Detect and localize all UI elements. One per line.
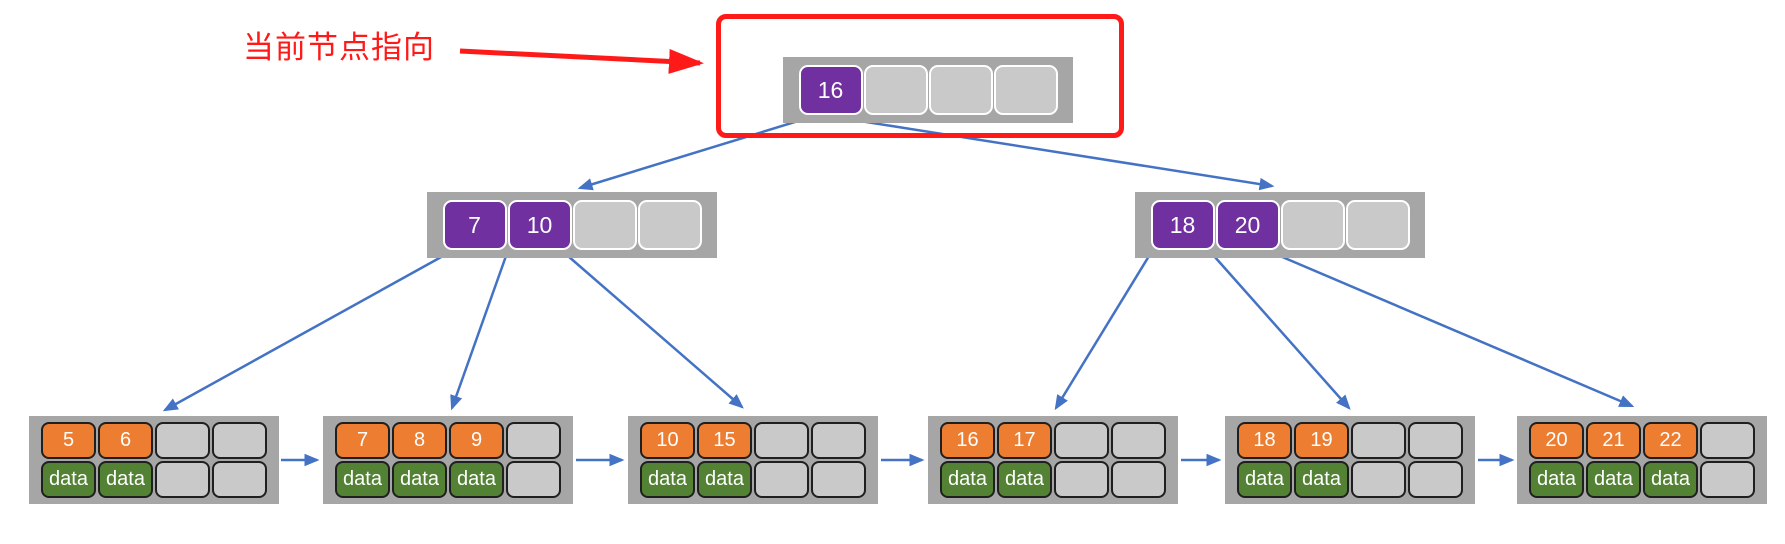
leaf-empty-cell [1351,422,1406,459]
leaf-empty-cell [212,461,267,498]
leaf-data-cell: data [392,461,447,498]
key-cell: 7 [442,200,507,250]
leaf-key-cell: 18 [1237,422,1292,459]
key-cell: 20 [1215,200,1280,250]
leaf-empty-cell [506,422,561,459]
empty-slot-cell [1280,200,1345,250]
leaf-empty-cell [811,422,866,459]
empty-slot-cell [572,200,637,250]
leaf-key-cell: 19 [1294,422,1349,459]
edge-internal-left-to-leaf-2 [450,255,508,411]
leaf-empty-cell [1700,461,1755,498]
leaf-key-cell: 6 [98,422,153,459]
leaf-data-cell: data [1586,461,1641,498]
leaf-empty-cell [754,422,809,459]
leaf-empty-cell [155,461,210,498]
leaf-empty-cell [1111,461,1166,498]
leaf-data-cell: data [1529,461,1584,498]
empty-slot-cell [993,65,1058,115]
leaf-data-cell: data [1237,461,1292,498]
leaf-empty-cell [1408,422,1463,459]
leaf-data-cell: data [640,461,695,498]
leaf-key-cell: 8 [392,422,447,459]
leaf-empty-cell [506,461,561,498]
leaf-empty-cell [754,461,809,498]
edge-internal-right-to-leaf-6 [1279,254,1635,408]
leaf-empty-cell [1700,422,1755,459]
btree-root-node: 16 [783,57,1073,123]
leaf-data-cell: data [1294,461,1349,498]
key-cell: 18 [1150,200,1215,250]
edge-internal-right-to-leaf-4 [1054,255,1151,411]
leaf-data-cell: data [1643,461,1698,498]
leaf-data-cell: data [335,461,390,498]
leaf-empty-cell [1054,422,1109,459]
leaf-key-cell: 9 [449,422,504,459]
leaf-empty-cell [1111,422,1166,459]
leaf-key-cell: 16 [940,422,995,459]
key-cell: 16 [798,65,863,115]
leaf-empty-cell [1351,461,1406,498]
leaf-key-cell: 21 [1586,422,1641,459]
current-node-highlight-box [716,14,1124,138]
current-node-label: 当前节点指向 [243,30,435,65]
leaf-key-cell: 22 [1643,422,1698,459]
empty-slot-cell [928,65,993,115]
leaf-key-cell: 17 [997,422,1052,459]
leaf-key-cell: 5 [41,422,96,459]
leaf-key-cell: 20 [1529,422,1584,459]
leaf-empty-cell [155,422,210,459]
leaf-data-cell: data [41,461,96,498]
edge-internal-right-to-leaf-5 [1213,255,1351,410]
leaf-empty-cell [811,461,866,498]
empty-slot-cell [1345,200,1410,250]
leaf-key-cell: 15 [697,422,752,459]
key-cell: 10 [507,200,572,250]
leaf-empty-cell [212,422,267,459]
leaf-key-cell: 7 [335,422,390,459]
leaf-data-cell: data [697,461,752,498]
leaf-data-cell: data [98,461,153,498]
edge-internal-left-to-leaf-1 [162,254,444,412]
leaf-empty-cell [1054,461,1109,498]
empty-slot-cell [637,200,702,250]
leaf-data-cell: data [940,461,995,498]
leaf-data-cell: data [997,461,1052,498]
edge-internal-left-to-leaf-3 [567,255,744,409]
leaf-data-cell: data [449,461,504,498]
current-node-pointer-arrow [459,48,704,74]
leaf-empty-cell [1408,461,1463,498]
leaf-key-cell: 10 [640,422,695,459]
empty-slot-cell [863,65,928,115]
